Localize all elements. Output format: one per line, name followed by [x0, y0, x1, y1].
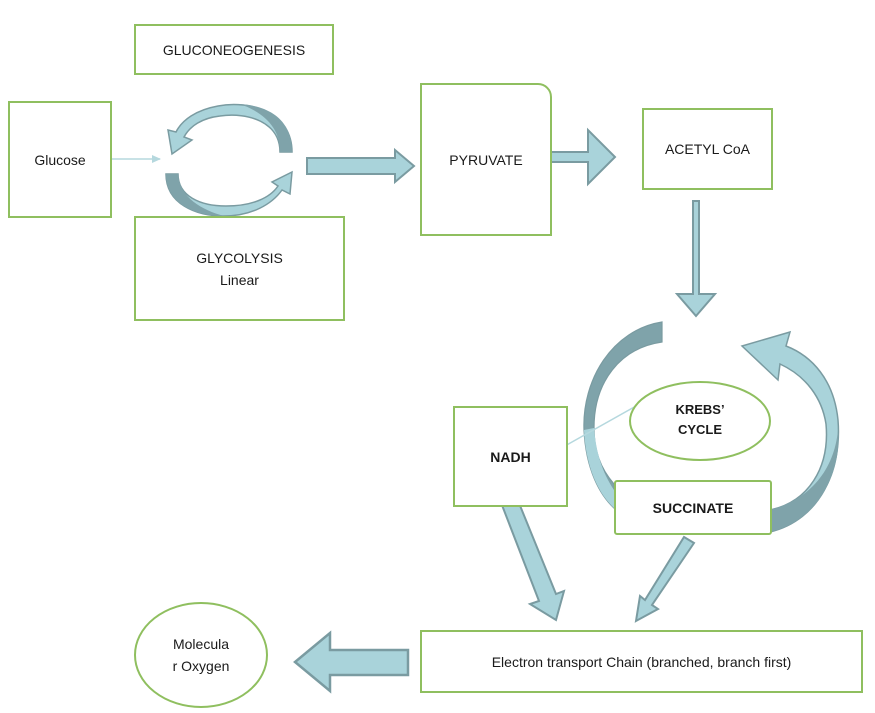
nadh-label: NADH [490, 448, 531, 465]
electron-transport-chain-node: Electron transport Chain (branched, bran… [420, 630, 863, 693]
nadh-node: NADH [453, 406, 568, 507]
molecular-oxygen-label: Molecula r Oxygen [172, 636, 230, 674]
krebs-cycle-arrows-icon [583, 321, 840, 533]
cycle-to-pyruvate-arrow [306, 147, 416, 185]
acetyl-to-krebs-arrow [674, 200, 718, 318]
succinate-label: SUCCINATE [652, 499, 734, 516]
pyruvate-label: PYRUVATE [449, 151, 523, 168]
gluconeogenesis-node: GLUCONEOGENESIS [134, 24, 334, 75]
krebs-cycle-node [629, 381, 771, 461]
succinate-node: SUCCINATE [614, 480, 772, 535]
gluconeogenesis-label: GLUCONEOGENESIS [162, 41, 306, 58]
glycolysis-node: GLYCOLYSIS Linear [134, 216, 345, 321]
krebs-cycle-label: KREBS’ CYCLE [675, 402, 725, 437]
glucose-node: Glucose [8, 101, 112, 218]
glucose-label: Glucose [34, 151, 86, 168]
pyruvate-to-acetyl-arrow [550, 127, 617, 187]
etc-to-oxygen-arrow [293, 630, 410, 694]
acetyl-coa-label: ACETYL CoA [664, 141, 751, 157]
molecular-oxygen-node [134, 602, 268, 708]
succinate-to-etc-arrow [634, 535, 696, 623]
acetyl-coa-node: ACETYL CoA [642, 108, 773, 190]
glycolysis-cycle-icon [165, 103, 293, 217]
electron-transport-chain-label: Electron transport Chain (branched, bran… [491, 653, 792, 670]
glycolysis-label: GLYCOLYSIS Linear [196, 249, 283, 288]
pyruvate-node: PYRUVATE [420, 83, 552, 236]
